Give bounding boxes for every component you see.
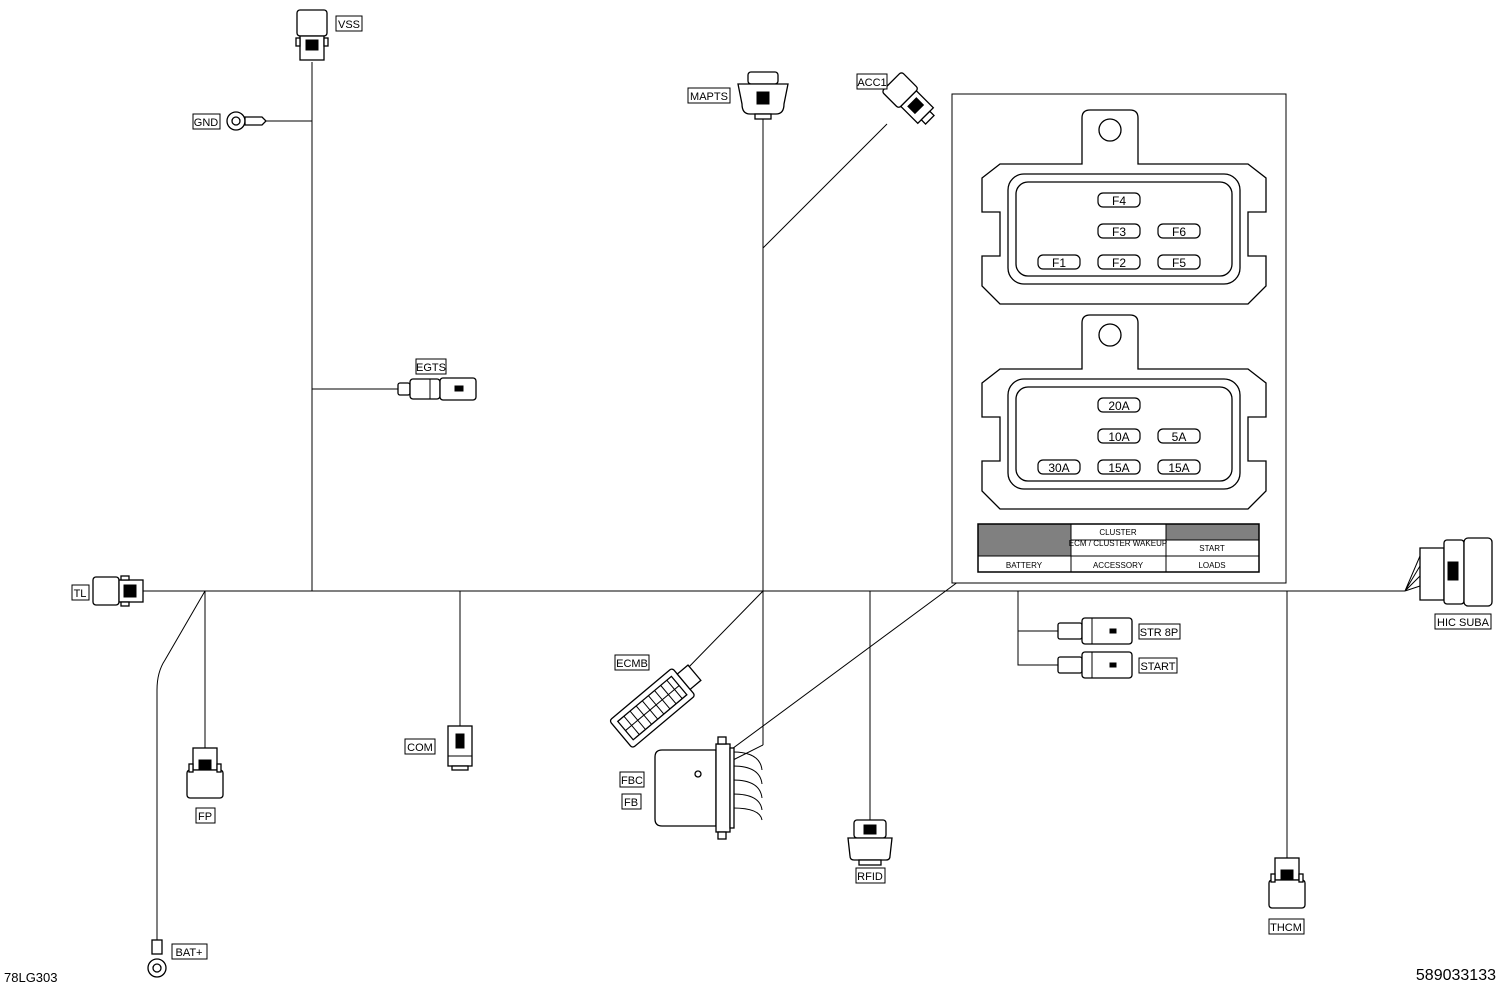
table-accessory: ACCESSORY [1093,561,1144,570]
acc1-label: ACC1 [857,77,886,89]
table-loads: LOADS [1198,561,1225,570]
egts-label: EGTS [416,362,446,374]
bat-ring-terminal [147,939,167,978]
hic-suba-label: HIC SUBA [1437,617,1490,629]
fuse-f1: F1 [1052,256,1066,270]
table-battery: BATTERY [1006,561,1043,570]
connector-com [447,725,473,771]
ecmb-label: ECMB [616,658,648,670]
gnd-label: GND [194,117,219,129]
table-cluster: CLUSTER [1099,528,1137,537]
fuse-circuit-table: CLUSTER ECM / CLUSTER WAKEUP START BATTE… [977,523,1260,573]
harness-wires [143,62,1405,940]
connector-thcm [1268,857,1306,909]
mapts-label: MAPTS [690,91,728,103]
fuse-f4: F4 [1112,194,1126,208]
fb-label: FB [624,797,638,809]
fuse-f3: F3 [1112,225,1126,239]
fbc-label: FBC [621,775,643,787]
rating-10a: 10A [1108,430,1129,444]
rfid-label: RFID [857,871,883,883]
fuse-f5: F5 [1172,256,1186,270]
part-number: 589033133 [1416,967,1496,984]
com-label: COM [407,742,433,754]
vss-label: VSS [338,19,360,31]
fuse-box-panel: F4 F3 F6 F1 F2 F5 20A 10A 5A 30A [951,93,1287,584]
connector-hic-suba [1404,537,1493,607]
str8p-label: STR 8P [1140,627,1179,639]
connector-acc1 [882,72,935,125]
fuse-f2: F2 [1112,256,1126,270]
connector-rfid [847,819,893,866]
connector-mapts [737,71,789,120]
thcm-label: THCM [1270,922,1302,934]
table-start: START [1199,544,1225,553]
connector-start [1057,651,1133,679]
bat-label: BAT+ [175,947,202,959]
fuse-block-ratings: 20A 10A 5A 30A 15A 15A [981,314,1267,510]
tl-label: TL [74,588,87,600]
connector-str8p [1057,617,1133,645]
connector-fbc [654,736,735,840]
table-ecm-wakeup: ECM / CLUSTER WAKEUP [1069,539,1167,548]
connector-vss [295,9,329,61]
connector-fp [186,747,224,799]
fuse-f6: F6 [1172,225,1186,239]
drawing-code: 78LG303 [4,970,58,985]
rating-5a: 5A [1172,430,1187,444]
fuse-block-labels: F4 F3 F6 F1 F2 F5 [981,109,1267,305]
connector-egts [397,377,477,401]
connector-tl [92,575,144,607]
start-label: START [1140,661,1175,673]
gnd-ring-terminal [226,111,267,131]
rating-15a-1: 15A [1108,461,1129,475]
rating-15a-2: 15A [1168,461,1189,475]
rating-20a: 20A [1108,399,1129,413]
connector-ecmb [609,664,702,748]
rating-30a: 30A [1048,461,1069,475]
fp-label: FP [198,811,212,823]
